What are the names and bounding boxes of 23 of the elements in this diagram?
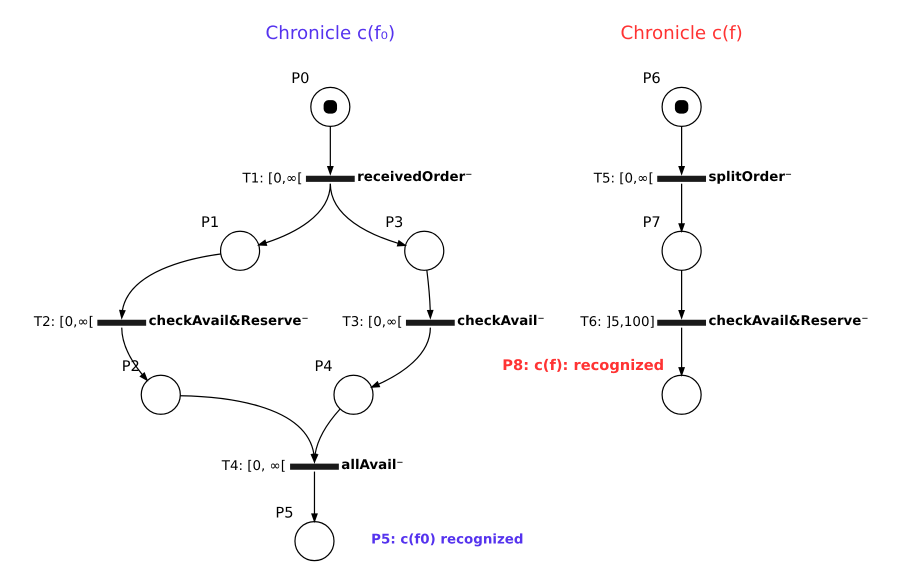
node-label: P3 — [385, 214, 404, 232]
node-label: checkAvail⁻ — [457, 314, 545, 329]
node-label: receivedOrder⁻ — [357, 170, 472, 186]
node-label: T2: [0,∞[ — [34, 315, 94, 330]
node-label: P0 — [291, 70, 310, 88]
node-label: splitOrder⁻ — [708, 170, 792, 186]
node-label: checkAvail&Reserve⁻ — [148, 314, 309, 329]
node-label: T4: [0, ∞[ — [222, 459, 286, 474]
node-label: T5: [0,∞[ — [594, 171, 654, 186]
node-label: P7 — [642, 214, 661, 232]
node-label: P5 — [275, 504, 294, 522]
node-label: P1 — [201, 214, 220, 232]
node-label: T1: [0,∞[ — [242, 171, 302, 186]
node-label: T6: ]5,100] — [580, 315, 655, 330]
node-label: P4 — [314, 358, 333, 376]
node-label: allAvail⁻ — [341, 458, 404, 473]
node-label: P5: c(f0) recognized — [371, 532, 524, 548]
node-label: P8: c(f): recognized — [502, 356, 664, 374]
node-label: checkAvail&Reserve⁻ — [708, 314, 868, 329]
node-label: T3: [0,∞[ — [342, 315, 402, 330]
label: Chronicle c(f₀) — [266, 23, 396, 44]
node-label: P6 — [642, 70, 661, 88]
label: Chronicle c(f) — [620, 23, 743, 44]
